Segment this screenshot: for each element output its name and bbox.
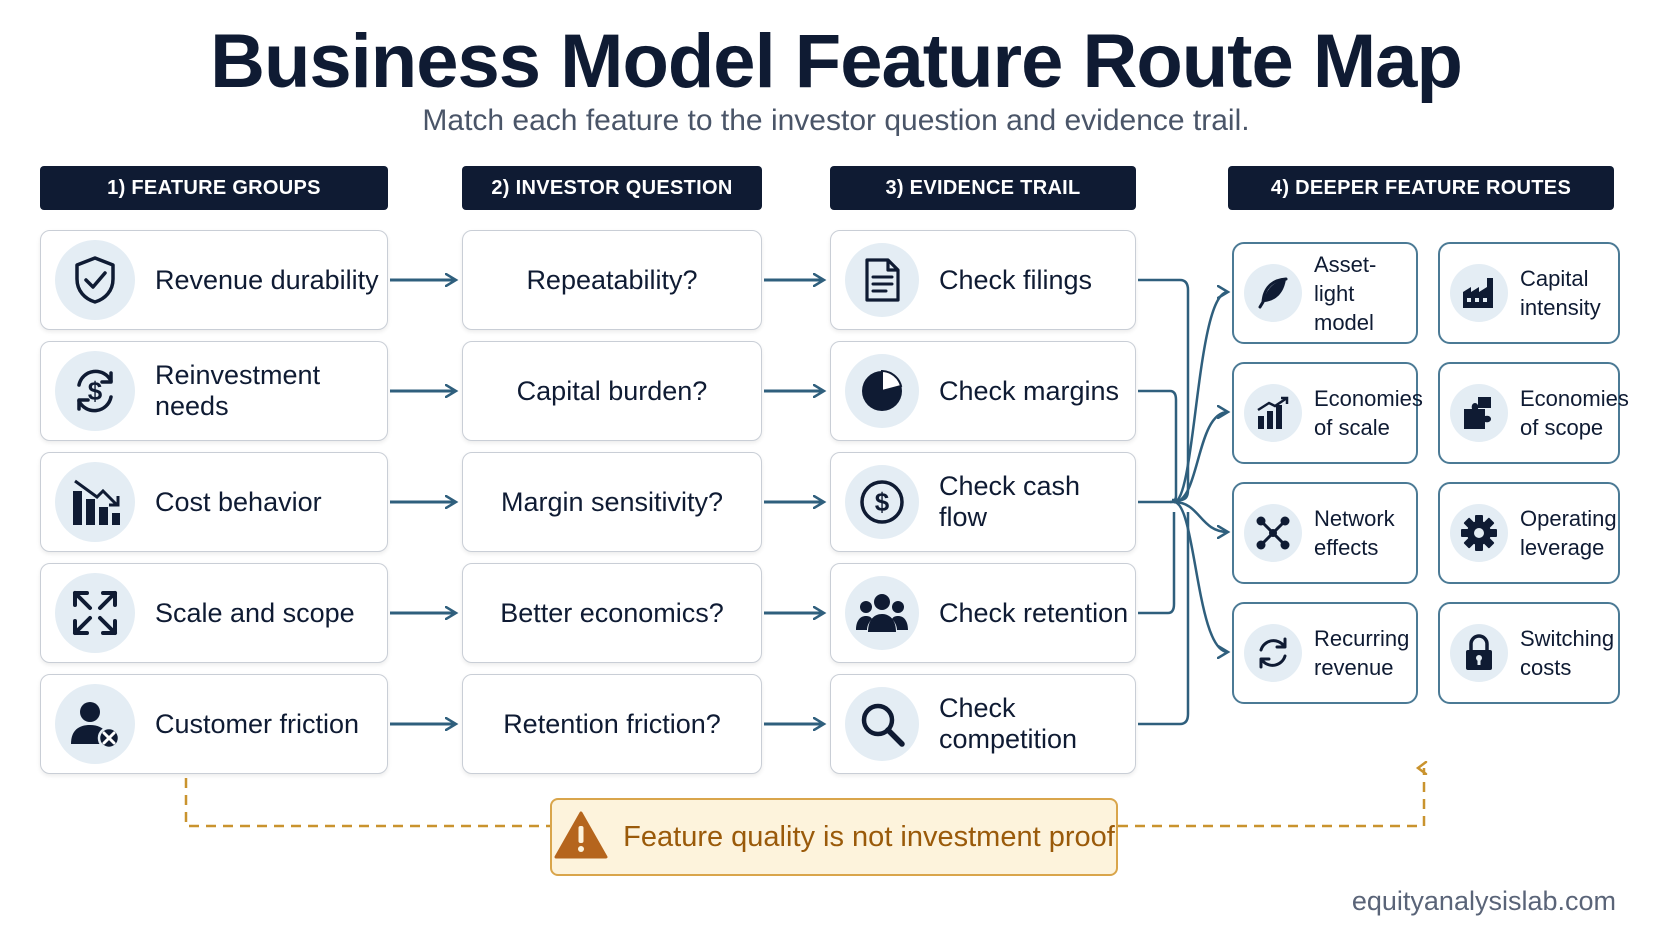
feature-card-reinvestment-needs[interactable]: $ Reinvestment needs	[40, 341, 388, 441]
evidence-label: Check competition	[939, 693, 1078, 754]
evidence-label: Check cash flow	[939, 471, 1081, 532]
route-label-line1: Capital	[1520, 266, 1589, 291]
user-x-icon	[55, 684, 135, 764]
dollar-cycle-icon: $	[55, 351, 135, 431]
route-label-line2: revenue	[1314, 655, 1394, 680]
route-label-line2: of scope	[1520, 415, 1604, 440]
route-card-operating-leverage[interactable]: Operating leverage	[1438, 482, 1620, 584]
puzzle-icon	[1450, 384, 1508, 442]
feature-label: Scale and scope	[155, 597, 355, 628]
footer-site-url[interactable]: equityanalysislab.com	[1351, 886, 1616, 916]
route-label-line2: leverage	[1520, 535, 1605, 560]
feature-card-scale-and-scope[interactable]: Scale and scope	[40, 563, 388, 663]
warning-label: Feature quality is not investment proof	[623, 820, 1115, 853]
route-label-line1: Asset-light	[1314, 251, 1377, 306]
route-card-asset-light-model[interactable]: Asset-light model	[1232, 242, 1418, 344]
lock-icon	[1450, 624, 1508, 682]
fan-arrow-route-row-3	[1173, 500, 1228, 532]
evidence-label: Check filings	[939, 264, 1093, 295]
feature-label: Reinvestment needs	[155, 360, 321, 421]
document-icon	[845, 243, 919, 317]
route-label-line2: costs	[1520, 655, 1572, 680]
evidence-card-check-filings[interactable]: Check filings	[830, 230, 1136, 330]
feature-label: Revenue durability	[155, 264, 379, 295]
route-card-capital-intensity[interactable]: Capital intensity	[1438, 242, 1620, 344]
fan-arrow-route-row-1	[1173, 292, 1228, 504]
question-card-better-economics[interactable]: Better economics?	[462, 563, 762, 663]
header-investor-question: 2) INVESTOR QUESTION	[462, 166, 762, 210]
question-card-margin-sensitivity[interactable]: Margin sensitivity?	[462, 452, 762, 552]
network-icon	[1244, 504, 1302, 562]
warning-icon	[553, 810, 609, 864]
route-label-line2: effects	[1314, 535, 1379, 560]
route-label-line1: Network	[1314, 506, 1395, 531]
warning-dash-left	[184, 778, 550, 828]
shield-check-icon	[55, 240, 135, 320]
question-card-repeatability[interactable]: Repeatability?	[462, 230, 762, 330]
merge-line-margins	[1138, 389, 1178, 504]
feature-card-customer-friction[interactable]: Customer friction	[40, 674, 388, 774]
route-card-switching-costs[interactable]: Switching costs	[1438, 602, 1620, 704]
route-label-line1: Economies	[1314, 386, 1423, 411]
evidence-card-check-margins[interactable]: Check margins	[830, 341, 1136, 441]
growth-bars-icon	[1244, 384, 1302, 442]
route-label-line1: Operating	[1520, 506, 1617, 531]
fan-arrow-route-row-4	[1173, 500, 1228, 652]
question-card-retention-friction[interactable]: Retention friction?	[462, 674, 762, 774]
route-card-economies-of-scope[interactable]: Economies of scope	[1438, 362, 1629, 464]
merge-line-filings	[1138, 278, 1190, 502]
route-label-line1: Switching	[1520, 626, 1615, 651]
header-evidence-trail: 3) EVIDENCE TRAIL	[830, 166, 1136, 210]
svg-text:$: $	[875, 487, 890, 517]
warning-dash-right	[1118, 768, 1424, 828]
gear-icon	[1450, 504, 1508, 562]
evidence-label: Check margins	[939, 375, 1120, 406]
page-title: Business Model Feature Route Map	[210, 19, 1463, 104]
question-card-capital-burden[interactable]: Capital burden?	[462, 341, 762, 441]
feature-label: Customer friction	[155, 708, 360, 739]
warning-box: Feature quality is not investment proof	[550, 798, 1118, 876]
question-label: Capital burden?	[516, 375, 708, 406]
question-label: Better economics?	[500, 597, 724, 628]
question-label: Repeatability?	[526, 264, 698, 295]
question-label: Margin sensitivity?	[500, 486, 724, 517]
refresh-icon	[1244, 624, 1302, 682]
fan-arrow-route-row-2	[1173, 412, 1228, 504]
evidence-label: Check retention	[939, 597, 1129, 628]
route-label-line2: intensity	[1520, 295, 1601, 320]
route-label-line1: Economies	[1520, 386, 1629, 411]
route-card-recurring-revenue[interactable]: Recurring revenue	[1232, 602, 1418, 704]
pie-chart-icon	[845, 354, 919, 428]
merge-line-competition	[1138, 512, 1190, 726]
route-card-economies-of-scale[interactable]: Economies of scale	[1232, 362, 1423, 464]
svg-text:$: $	[88, 376, 103, 406]
factory-icon	[1450, 264, 1508, 322]
dollar-coin-icon: $	[845, 465, 919, 539]
feature-label: Cost behavior	[155, 486, 322, 517]
feather-icon	[1244, 264, 1302, 322]
feature-card-cost-behavior[interactable]: Cost behavior	[40, 452, 388, 552]
route-label-line1: Recurring	[1314, 626, 1410, 651]
route-label-line2: model	[1314, 309, 1374, 335]
feature-card-revenue-durability[interactable]: Revenue durability	[40, 230, 388, 330]
route-label-line2: of scale	[1314, 415, 1390, 440]
magnifier-icon	[845, 687, 919, 761]
route-card-network-effects[interactable]: Network effects	[1232, 482, 1418, 584]
users-icon	[845, 576, 919, 650]
evidence-card-check-competition[interactable]: Check competition	[830, 674, 1136, 774]
header-feature-groups: 1) FEATURE GROUPS	[40, 166, 388, 210]
page-subtitle: Match each feature to the investor quest…	[422, 104, 1250, 137]
expand-arrows-icon	[55, 573, 135, 653]
merge-line-retention	[1138, 512, 1176, 615]
bar-chart-down-icon	[55, 462, 135, 542]
header-deeper-routes: 4) DEEPER FEATURE ROUTES	[1228, 166, 1614, 210]
evidence-card-check-retention[interactable]: Check retention	[830, 563, 1136, 663]
question-label: Retention friction?	[503, 708, 721, 739]
evidence-card-check-cash-flow[interactable]: $ Check cash flow	[830, 452, 1136, 552]
